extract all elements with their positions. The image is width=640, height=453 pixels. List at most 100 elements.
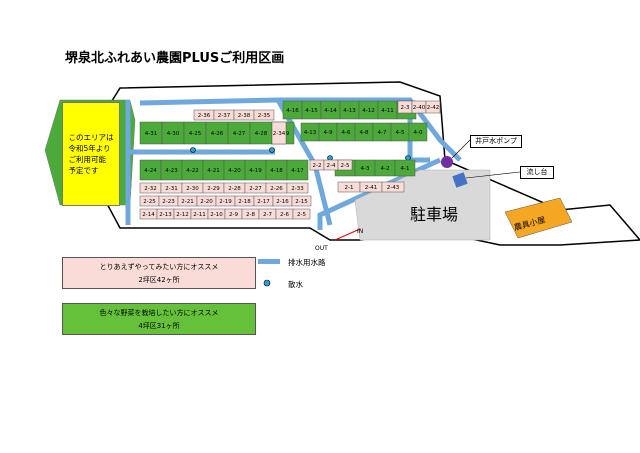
sink-icon xyxy=(452,172,468,188)
svg-text:2-29: 2-29 xyxy=(207,186,220,192)
plot-2-37: 2-37 xyxy=(213,109,235,121)
plot-2-2: 2-2 xyxy=(309,159,325,171)
svg-text:2-10: 2-10 xyxy=(210,212,223,218)
legend-4tsubo-desc: 色々な野菜を栽培したい方にオススメ xyxy=(99,309,219,317)
plot-4-22: 4-22 xyxy=(181,159,204,181)
note-line2: 令和5年より xyxy=(68,144,111,153)
svg-text:4-7: 4-7 xyxy=(378,130,387,136)
plot-4-26: 4-26 xyxy=(205,121,229,145)
svg-text:4-23: 4-23 xyxy=(165,168,178,174)
drain-legend-label: 排水用水路 xyxy=(288,258,326,267)
farm-boundary xyxy=(104,81,640,246)
svg-text:2-16: 2-16 xyxy=(276,199,289,205)
plot-4-20: 4-20 xyxy=(223,159,246,181)
plot-4-2: 4-2 xyxy=(374,159,396,177)
svg-text:2-5: 2-5 xyxy=(297,212,306,218)
plot-4-3: 4-3 xyxy=(354,159,376,177)
plot-2-13: 2-13 xyxy=(156,208,175,220)
svg-text:4-2: 4-2 xyxy=(381,166,390,172)
svg-text:2-26: 2-26 xyxy=(270,186,283,192)
plot-2-5: 2-5 xyxy=(292,208,311,220)
svg-text:4-28: 4-28 xyxy=(255,131,268,137)
svg-text:2-3: 2-3 xyxy=(401,105,410,111)
plot-2-21: 2-21 xyxy=(177,195,198,207)
water-legend-label: 散水 xyxy=(288,280,303,289)
well-pump-icon xyxy=(441,156,453,168)
svg-text:2-33: 2-33 xyxy=(291,186,304,192)
svg-text:4-18: 4-18 xyxy=(270,168,283,174)
svg-text:4-16: 4-16 xyxy=(286,108,299,114)
svg-text:4-20: 4-20 xyxy=(228,168,241,174)
page-title: 堺泉北ふれあい農園PLUSご利用区画 xyxy=(65,51,285,66)
svg-text:4-9: 4-9 xyxy=(324,130,333,136)
svg-text:2-12: 2-12 xyxy=(176,212,188,218)
svg-text:2-28: 2-28 xyxy=(228,186,241,192)
note-line4: 予定です xyxy=(68,166,99,175)
svg-text:2-23: 2-23 xyxy=(162,199,175,205)
legend-2tsubo: とりあえずやってみたい方にオススメ 2坪区42ヶ所 xyxy=(62,257,256,289)
svg-text:2-42: 2-42 xyxy=(427,105,439,111)
svg-text:4-5: 4-5 xyxy=(396,130,405,136)
svg-text:2-38: 2-38 xyxy=(238,113,251,119)
svg-text:4-14: 4-14 xyxy=(324,108,337,114)
plot-2-20: 2-20 xyxy=(196,195,217,207)
plot-2-27: 2-27 xyxy=(244,182,267,194)
plot-2-9: 2-9 xyxy=(224,208,243,220)
plot-4-6: 4-6 xyxy=(336,122,356,142)
plot-2-29: 2-29 xyxy=(202,182,225,194)
shed xyxy=(504,197,573,239)
svg-text:2-18: 2-18 xyxy=(238,199,251,205)
svg-text:2-27: 2-27 xyxy=(249,186,262,192)
plot-4-13: 4-13 xyxy=(339,100,360,120)
legend-4tsubo: 色々な野菜を栽培したい方にオススメ 4坪区31ヶ所 xyxy=(62,303,256,335)
plot-4-24: 4-24 xyxy=(139,159,162,181)
note-line3: ご利用可能 xyxy=(68,155,107,164)
plot-2-36: 2-36 xyxy=(193,109,215,121)
plot-4-31: 4-31 xyxy=(139,121,163,145)
svg-text:4-6: 4-6 xyxy=(342,130,351,136)
parking-label: 駐車場 xyxy=(410,205,458,224)
svg-text:4-8: 4-8 xyxy=(360,130,369,136)
svg-text:2-17: 2-17 xyxy=(257,199,270,205)
plot-2-3: 2-3 xyxy=(397,100,413,114)
svg-text:4-22: 4-22 xyxy=(186,168,198,174)
plot-2-40: 2-40 xyxy=(411,100,427,114)
plot-2-18: 2-18 xyxy=(234,195,255,207)
plot-4-1: 4-1 xyxy=(394,159,416,177)
svg-text:4-1: 4-1 xyxy=(401,166,410,172)
svg-text:2-13: 2-13 xyxy=(159,212,172,218)
svg-text:2-14: 2-14 xyxy=(142,212,155,218)
plot-2-12: 2-12 xyxy=(173,208,192,220)
svg-text:4-24: 4-24 xyxy=(144,168,157,174)
plot-2-10: 2-10 xyxy=(207,208,226,220)
svg-text:4-3: 4-3 xyxy=(361,166,370,172)
sink-label: 流し台 xyxy=(520,166,554,179)
out-label: OUT xyxy=(315,245,328,252)
plot-grid: 4-314-304-254-264-274-284-292-362-372-38… xyxy=(139,100,441,220)
svg-text:4-11: 4-11 xyxy=(381,108,393,114)
svg-text:2-36: 2-36 xyxy=(198,113,211,119)
plot-2-15: 2-15 xyxy=(291,195,312,207)
plot-2-23: 2-23 xyxy=(158,195,179,207)
well-pump-label: 井戸水ポンプ xyxy=(470,135,522,148)
plot-4-30: 4-30 xyxy=(161,121,185,145)
plot-2-8: 2-8 xyxy=(241,208,260,220)
plot-2-41: 2-41 xyxy=(359,181,383,193)
plot-4-7: 4-7 xyxy=(372,122,392,142)
svg-text:2-40: 2-40 xyxy=(413,105,426,111)
plot-2-16: 2-16 xyxy=(272,195,293,207)
plot-4-11: 4-11 xyxy=(377,100,398,120)
plot-4-23: 4-23 xyxy=(160,159,183,181)
svg-text:2-7: 2-7 xyxy=(263,212,272,218)
plot-2-14: 2-14 xyxy=(139,208,158,220)
svg-text:2-6: 2-6 xyxy=(280,212,289,218)
svg-text:4-27: 4-27 xyxy=(233,131,246,137)
svg-text:4-21: 4-21 xyxy=(207,168,219,174)
plot-2-32: 2-32 xyxy=(139,182,162,194)
plot-4-19: 4-19 xyxy=(244,159,267,181)
plot-4-25: 4-25 xyxy=(183,121,207,145)
plot-4-16: 4-16 xyxy=(282,100,303,120)
svg-text:2-32: 2-32 xyxy=(144,186,156,192)
svg-text:2-20: 2-20 xyxy=(200,199,213,205)
